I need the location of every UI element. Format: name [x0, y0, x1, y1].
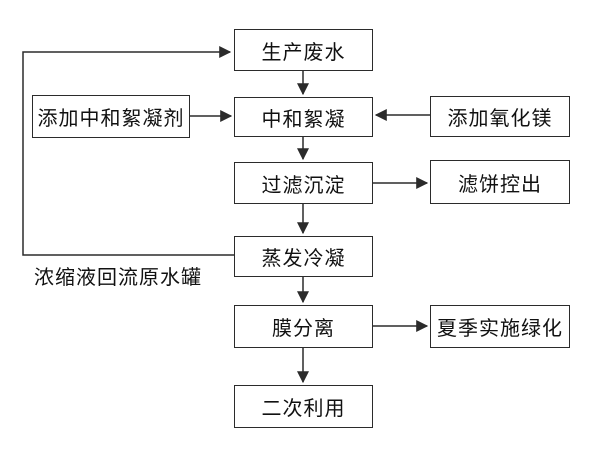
node-filtration-sedimentation: 过滤沉淀	[234, 162, 373, 204]
node-membrane-separation: 膜分离	[234, 305, 373, 348]
recycle-loop-label: 浓缩液回流原水罐	[34, 265, 202, 289]
node-evaporation-condensation: 蒸发冷凝	[234, 236, 373, 277]
node-add-flocculant: 添加中和絮凝剂	[32, 95, 190, 138]
node-production-wastewater: 生产废水	[234, 29, 373, 71]
node-filter-cake-discharge: 滤饼控出	[430, 160, 570, 204]
node-summer-greening: 夏季实施绿化	[430, 305, 570, 348]
node-secondary-use: 二次利用	[234, 385, 373, 428]
node-add-magnesium-oxide: 添加氧化镁	[430, 96, 570, 137]
node-neutralization-flocculation: 中和絮凝	[234, 97, 373, 137]
arrow-recycle-feedback-loop	[22, 46, 234, 256]
